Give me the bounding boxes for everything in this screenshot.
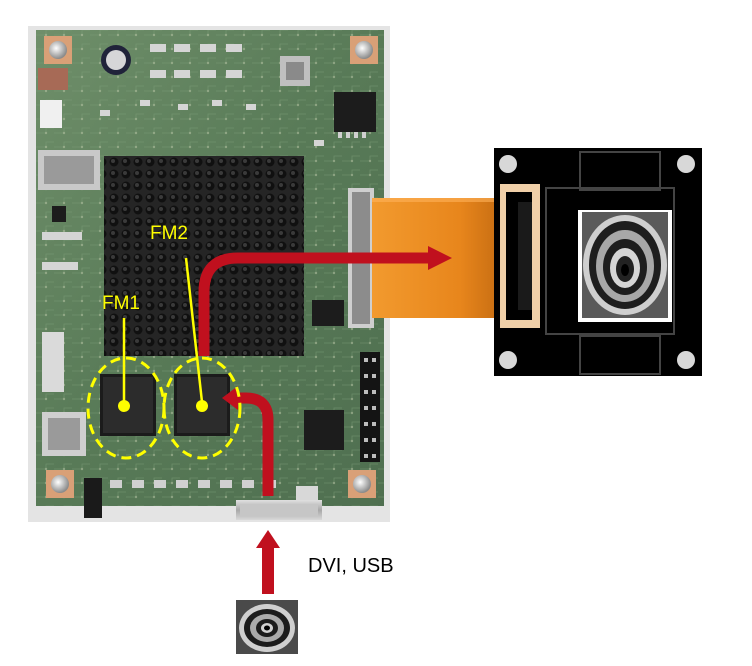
arrow-to-display: [198, 246, 452, 356]
input-label: DVI, USB: [308, 555, 394, 577]
arrow-input: [256, 530, 280, 594]
input-fringe-image: [236, 600, 298, 654]
memory-chip-fm2: [174, 374, 230, 436]
fm2-annotation: FM2: [150, 223, 242, 460]
fm1-annotation: FM1: [86, 293, 166, 460]
display-fringe-image: [578, 210, 672, 322]
fm1-label: FM1: [102, 293, 140, 314]
arrow-to-fm2: [222, 386, 274, 496]
mounting-holes: [44, 36, 378, 498]
fm2-label: FM2: [150, 223, 188, 244]
display-module: [494, 148, 702, 376]
